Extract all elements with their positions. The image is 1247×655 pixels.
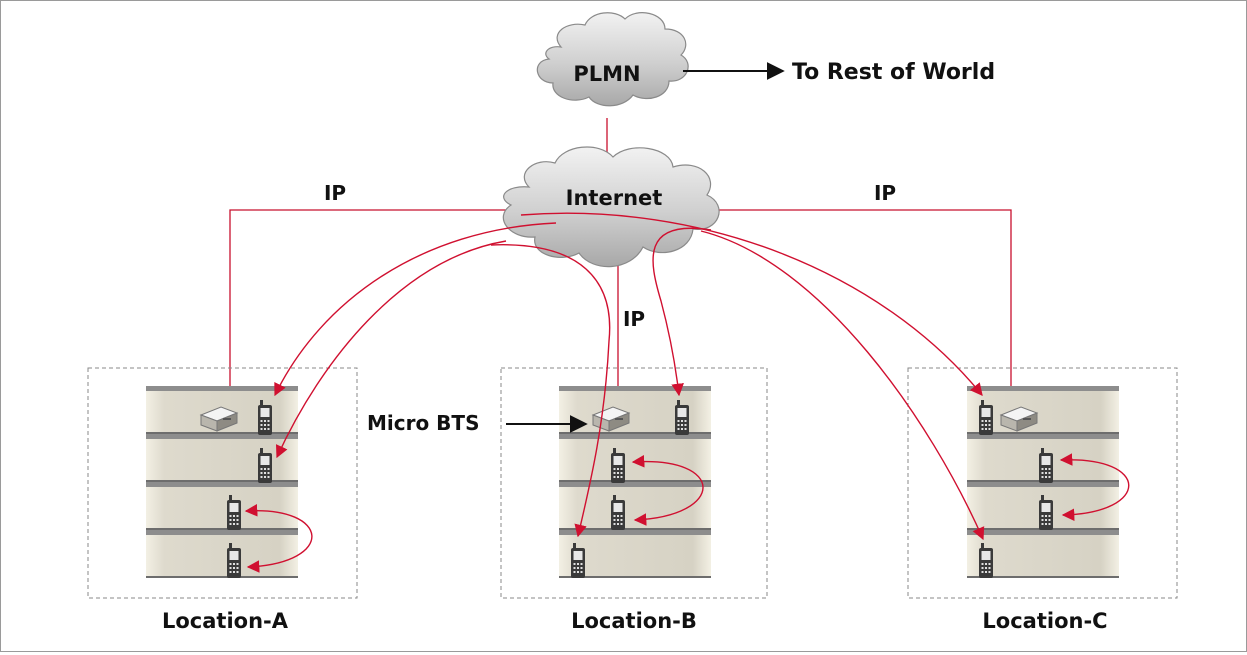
ip-label-left: IP bbox=[324, 181, 346, 205]
route-arrow bbox=[244, 504, 313, 573]
mobile-phone-icon bbox=[675, 400, 689, 435]
location-a: Location-A bbox=[87, 367, 358, 633]
location-box bbox=[500, 367, 768, 599]
mobile-phone-icon bbox=[1039, 495, 1053, 530]
mobile-phone-icon bbox=[571, 543, 585, 578]
mobile-phone-icon bbox=[227, 495, 241, 530]
route-arrow bbox=[490, 244, 611, 538]
mobile-phone-icon bbox=[258, 448, 272, 483]
location-box bbox=[907, 367, 1178, 599]
location-box bbox=[87, 367, 358, 599]
to-rest-of-world-label: To Rest of World bbox=[792, 60, 995, 85]
mobile-phone-icon bbox=[611, 495, 625, 530]
mobile-phone-icon bbox=[1039, 448, 1053, 483]
route-arrow bbox=[1059, 453, 1130, 522]
mobile-phone-icon bbox=[611, 448, 625, 483]
location-label: Location-C bbox=[982, 609, 1107, 633]
ip-link-location-a bbox=[229, 209, 506, 396]
cloud-icon bbox=[502, 146, 720, 268]
route-arrow bbox=[276, 240, 507, 459]
call-routes bbox=[244, 212, 1130, 573]
route-arrow bbox=[631, 454, 704, 526]
location-label: Location-A bbox=[162, 609, 289, 633]
location-b: Location-B bbox=[500, 367, 768, 633]
cloud-icon bbox=[536, 12, 689, 107]
mobile-phone-icon bbox=[979, 400, 993, 435]
mobile-phone-icon bbox=[258, 400, 272, 435]
route-arrow bbox=[520, 212, 983, 396]
plmn-label: PLMN bbox=[573, 62, 640, 86]
location-c: Location-C bbox=[907, 367, 1178, 633]
mobile-phone-icon bbox=[979, 543, 993, 578]
internet-label: Internet bbox=[566, 186, 663, 210]
route-arrow bbox=[700, 230, 985, 541]
route-arrow bbox=[274, 222, 557, 397]
plmn-cloud: PLMN bbox=[536, 12, 689, 107]
internet-cloud: Internet bbox=[502, 146, 720, 268]
ip-links bbox=[229, 118, 1012, 401]
ip-label-right: IP bbox=[874, 181, 896, 205]
route-arrow bbox=[652, 227, 712, 397]
ip-link-location-c bbox=[713, 209, 1012, 396]
ip-label-center: IP bbox=[623, 307, 645, 331]
location-label: Location-B bbox=[571, 609, 697, 633]
micro-bts-label: Micro BTS bbox=[367, 411, 479, 435]
mobile-phone-icon bbox=[227, 543, 241, 578]
